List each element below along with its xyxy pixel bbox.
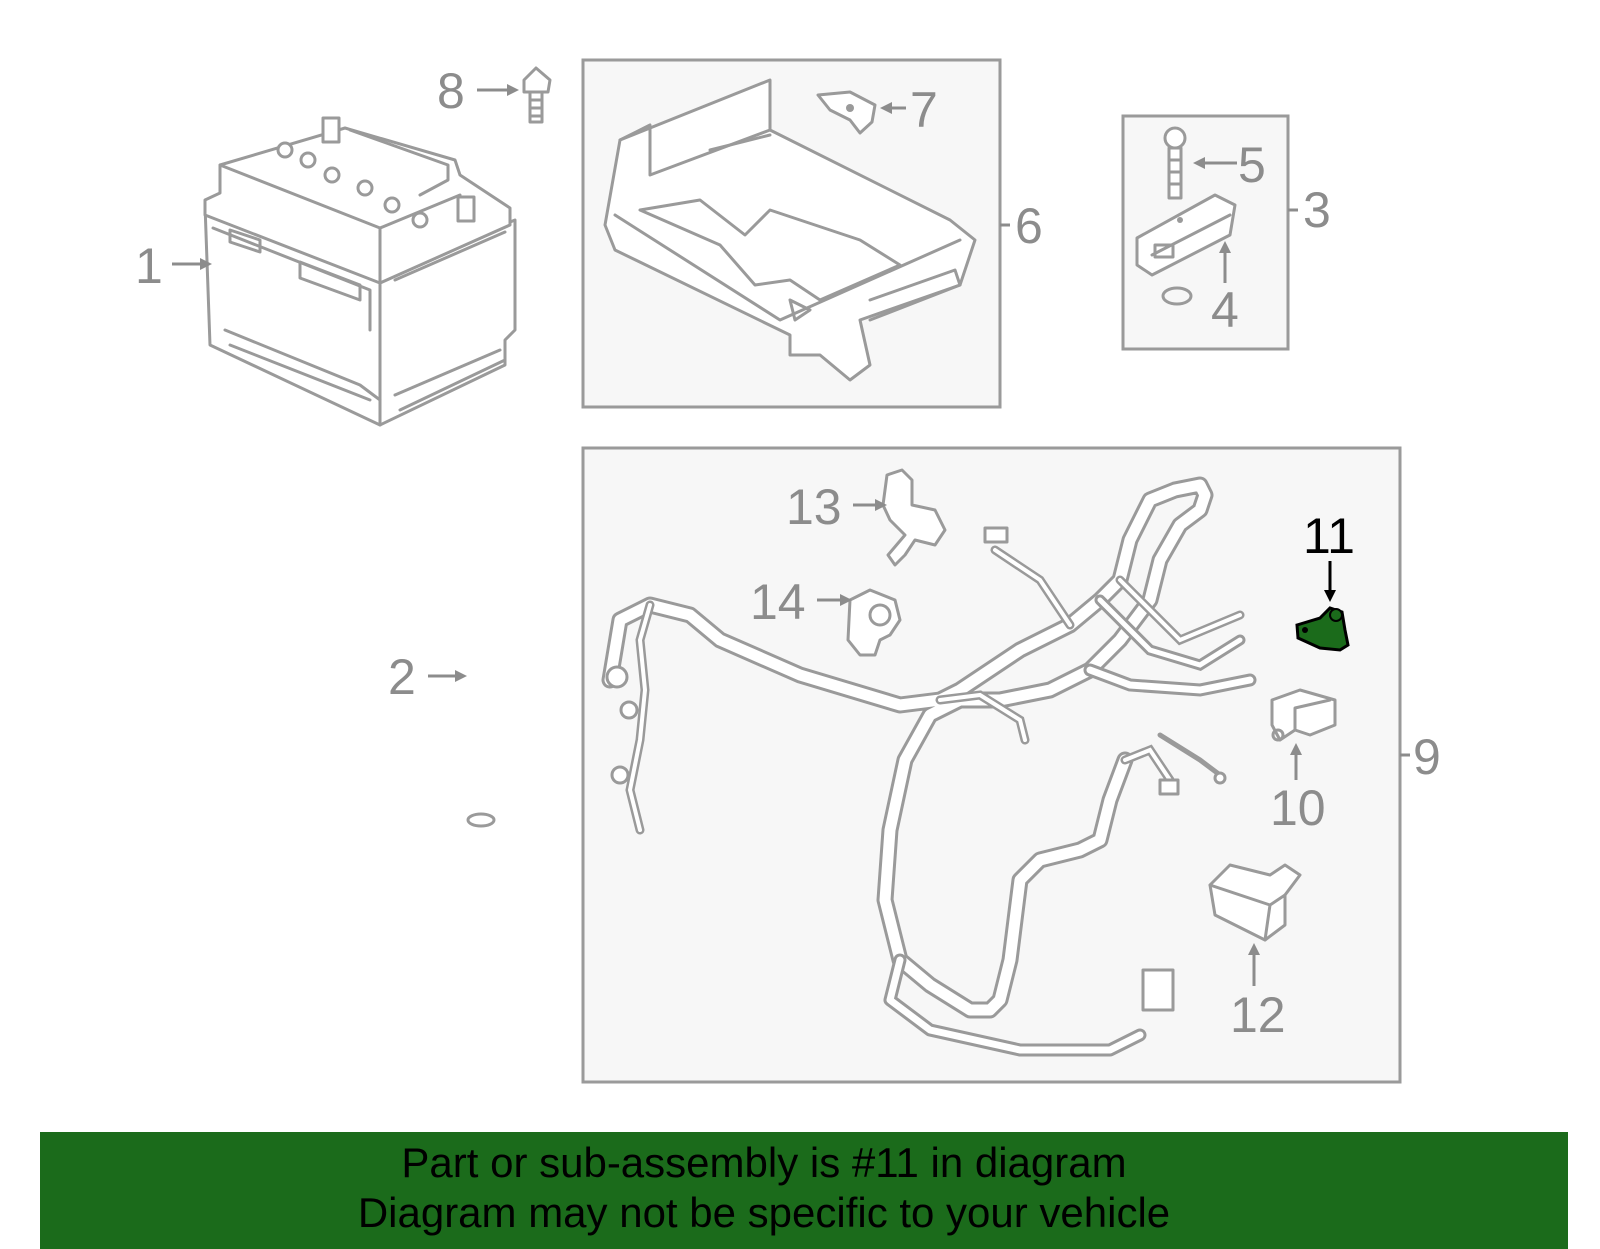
callout-2: 2	[388, 649, 416, 705]
callout-3: 3	[1303, 182, 1331, 238]
callout-13: 13	[786, 479, 842, 535]
callout-7: 7	[910, 82, 938, 138]
battery-tray-part-6[interactable]	[603, 78, 977, 382]
callout-1: 1	[135, 238, 163, 294]
connector-part-14[interactable]	[846, 588, 902, 657]
bolt-part-8[interactable]	[522, 66, 552, 124]
callout-12: 12	[1230, 987, 1286, 1043]
sensor-part-13[interactable]	[881, 468, 947, 567]
callout-10: 10	[1270, 780, 1326, 836]
group-box-9	[581, 446, 1402, 1084]
clip-part-7[interactable]	[816, 90, 877, 135]
callout-5: 5	[1238, 137, 1266, 193]
callout-8: 8	[437, 63, 465, 119]
cover-part-12[interactable]	[1208, 863, 1302, 942]
wiring-harness-part-9[interactable]	[601, 476, 1257, 1057]
callout-14: 14	[750, 574, 806, 630]
callout-11: 11	[1303, 508, 1355, 564]
info-banner: Part or sub-assembly is #11 in diagram D…	[40, 1132, 1568, 1249]
callout-6: 6	[1015, 198, 1043, 254]
part-11-highlighted[interactable]	[1295, 606, 1350, 652]
battery-part-1[interactable]	[203, 116, 517, 427]
callout-4: 4	[1211, 282, 1239, 338]
leader-lines	[172, 84, 1410, 986]
banner-line-2: Diagram may not be specific to your vehi…	[357, 1189, 1171, 1236]
banner-line-1: Part or sub-assembly is #11 in diagram	[401, 1139, 1127, 1186]
callout-9: 9	[1413, 729, 1441, 785]
bolt-part-5[interactable]	[1163, 126, 1187, 200]
clamp-part-4[interactable]	[1135, 193, 1237, 306]
cable-part-2[interactable]	[456, 596, 496, 872]
relay-part-10[interactable]	[1270, 688, 1337, 742]
